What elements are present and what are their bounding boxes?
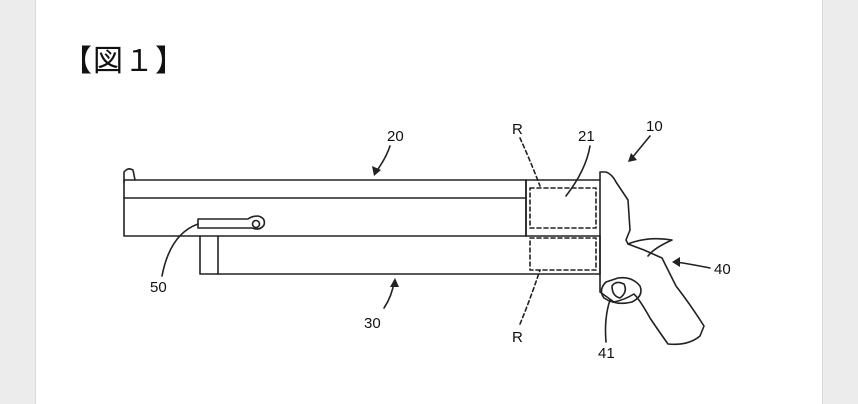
label-10: 10 [646,118,663,135]
trigger [611,281,627,299]
slot-rod [197,215,266,230]
region-r-top-leader [519,137,541,187]
label-41: 41 [598,345,615,362]
leader-41 [604,299,611,343]
arrowhead-30 [390,278,399,287]
label-21: 21 [578,128,595,145]
arrowhead-20 [372,166,381,176]
receiver-body [525,171,705,346]
front-sight [123,168,136,183]
trigger-guard [600,276,642,305]
label-20: 20 [387,128,404,145]
leader-10 [631,135,651,159]
label-50: 50 [150,279,167,296]
region-r-bottom-leader [519,269,541,325]
leader-21 [565,145,591,197]
upper-barrel [123,179,527,237]
figure-title: 【図１】 [62,44,186,79]
label-40: 40 [714,261,731,278]
leader-50 [161,223,199,277]
leader-20 [375,145,391,173]
magazine-upper [529,187,597,229]
label-r-top: R [512,121,523,138]
hammer-spur [627,237,673,257]
arrowhead-40 [672,257,680,267]
patent-sheet [36,0,822,404]
slot-rod-pin [251,219,261,229]
lower-tube [199,235,601,275]
leader-40 [675,261,711,269]
arrowhead-10 [628,153,637,162]
label-30: 30 [364,315,381,332]
magazine-lower [529,237,597,271]
label-r-bottom: R [512,329,523,346]
